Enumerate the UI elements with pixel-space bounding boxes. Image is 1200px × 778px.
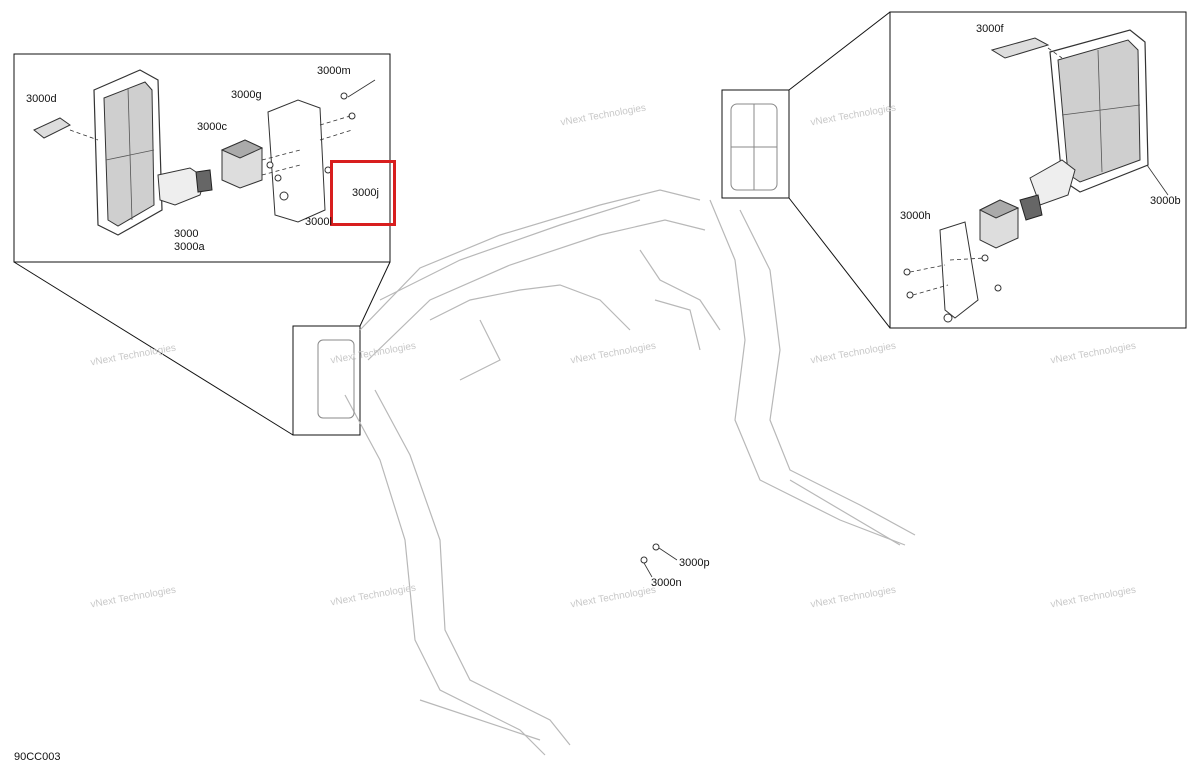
right-mirror-focus-box [721, 89, 790, 199]
callout-3000l[interactable]: 3000l [305, 216, 332, 228]
left-inset-contents [33, 69, 376, 236]
callout-3000g[interactable]: 3000g [231, 89, 262, 101]
left-leader-a [13, 261, 294, 436]
callout-3000a[interactable]: 3000a [174, 241, 205, 253]
right-inset-frame [889, 11, 1187, 329]
right-leader-a [788, 11, 891, 91]
callout-3000d[interactable]: 3000d [26, 93, 57, 105]
callout-3000h[interactable]: 3000h [900, 210, 931, 222]
left-mirror-focus-box [292, 325, 361, 436]
callout-3000[interactable]: 3000 [174, 228, 199, 240]
left-inset-frame [13, 53, 391, 263]
right-leader-b [788, 197, 891, 329]
bottom-fasteners [640, 543, 678, 578]
right-inset-contents [903, 29, 1169, 323]
highlight-box-3000j [330, 160, 396, 226]
callout-3000f[interactable]: 3000f [976, 23, 1004, 35]
document-id: 90CC003 [14, 751, 61, 763]
roll-cage-frame [344, 189, 916, 756]
callout-3000m[interactable]: 3000m [317, 65, 351, 77]
callout-3000n[interactable]: 3000n [651, 577, 682, 589]
callout-3000b[interactable]: 3000b [1150, 195, 1181, 207]
left-leader-b [359, 261, 391, 327]
callout-3000p[interactable]: 3000p [679, 557, 710, 569]
callout-3000j[interactable]: 3000j [352, 187, 379, 199]
main-mirrors [317, 103, 778, 419]
callout-3000c[interactable]: 3000c [197, 121, 227, 133]
